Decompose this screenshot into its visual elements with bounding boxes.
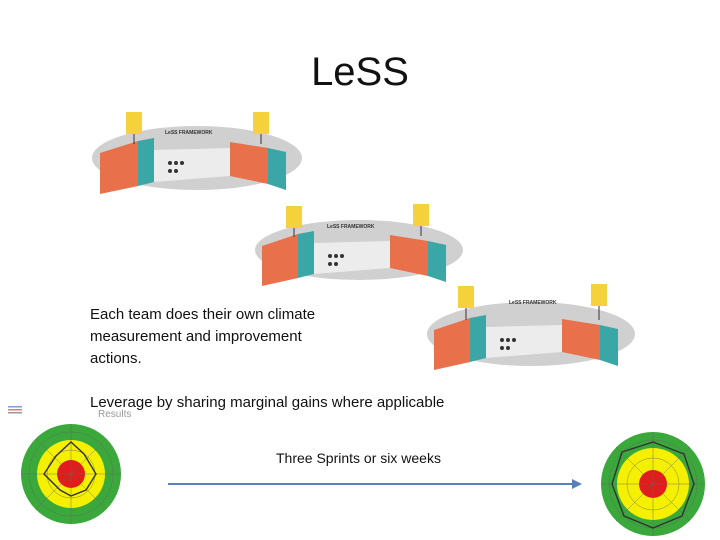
framework-1-left-block <box>100 141 138 194</box>
radar-chart-after <box>601 432 705 536</box>
body-text-leverage: Leverage by sharing marginal gains where… <box>90 394 445 411</box>
framework-3-heading: LeSS FRAMEWORK <box>509 300 557 306</box>
radar-after-score-line <box>611 441 695 529</box>
less-framework-image-3: LeSS FRAMEWORK <box>427 284 635 370</box>
radar-chart-before <box>8 406 121 524</box>
framework-1-heading: LeSS FRAMEWORK <box>165 130 213 136</box>
arrow-label: Three Sprints or six weeks <box>276 450 441 466</box>
framework-2-heading: LeSS FRAMEWORK <box>327 224 375 230</box>
results-label: Results <box>98 409 132 420</box>
progress-arrow <box>168 479 582 489</box>
body-text-team-climate: Each team does their own climate measure… <box>90 306 316 367</box>
radar-before-score-line <box>43 441 97 497</box>
slide-title: LeSS <box>311 50 409 94</box>
less-framework-image-1: LeSS FRAMEWORK <box>92 112 302 194</box>
less-framework-image-2: LeSS FRAMEWORK <box>255 204 463 286</box>
